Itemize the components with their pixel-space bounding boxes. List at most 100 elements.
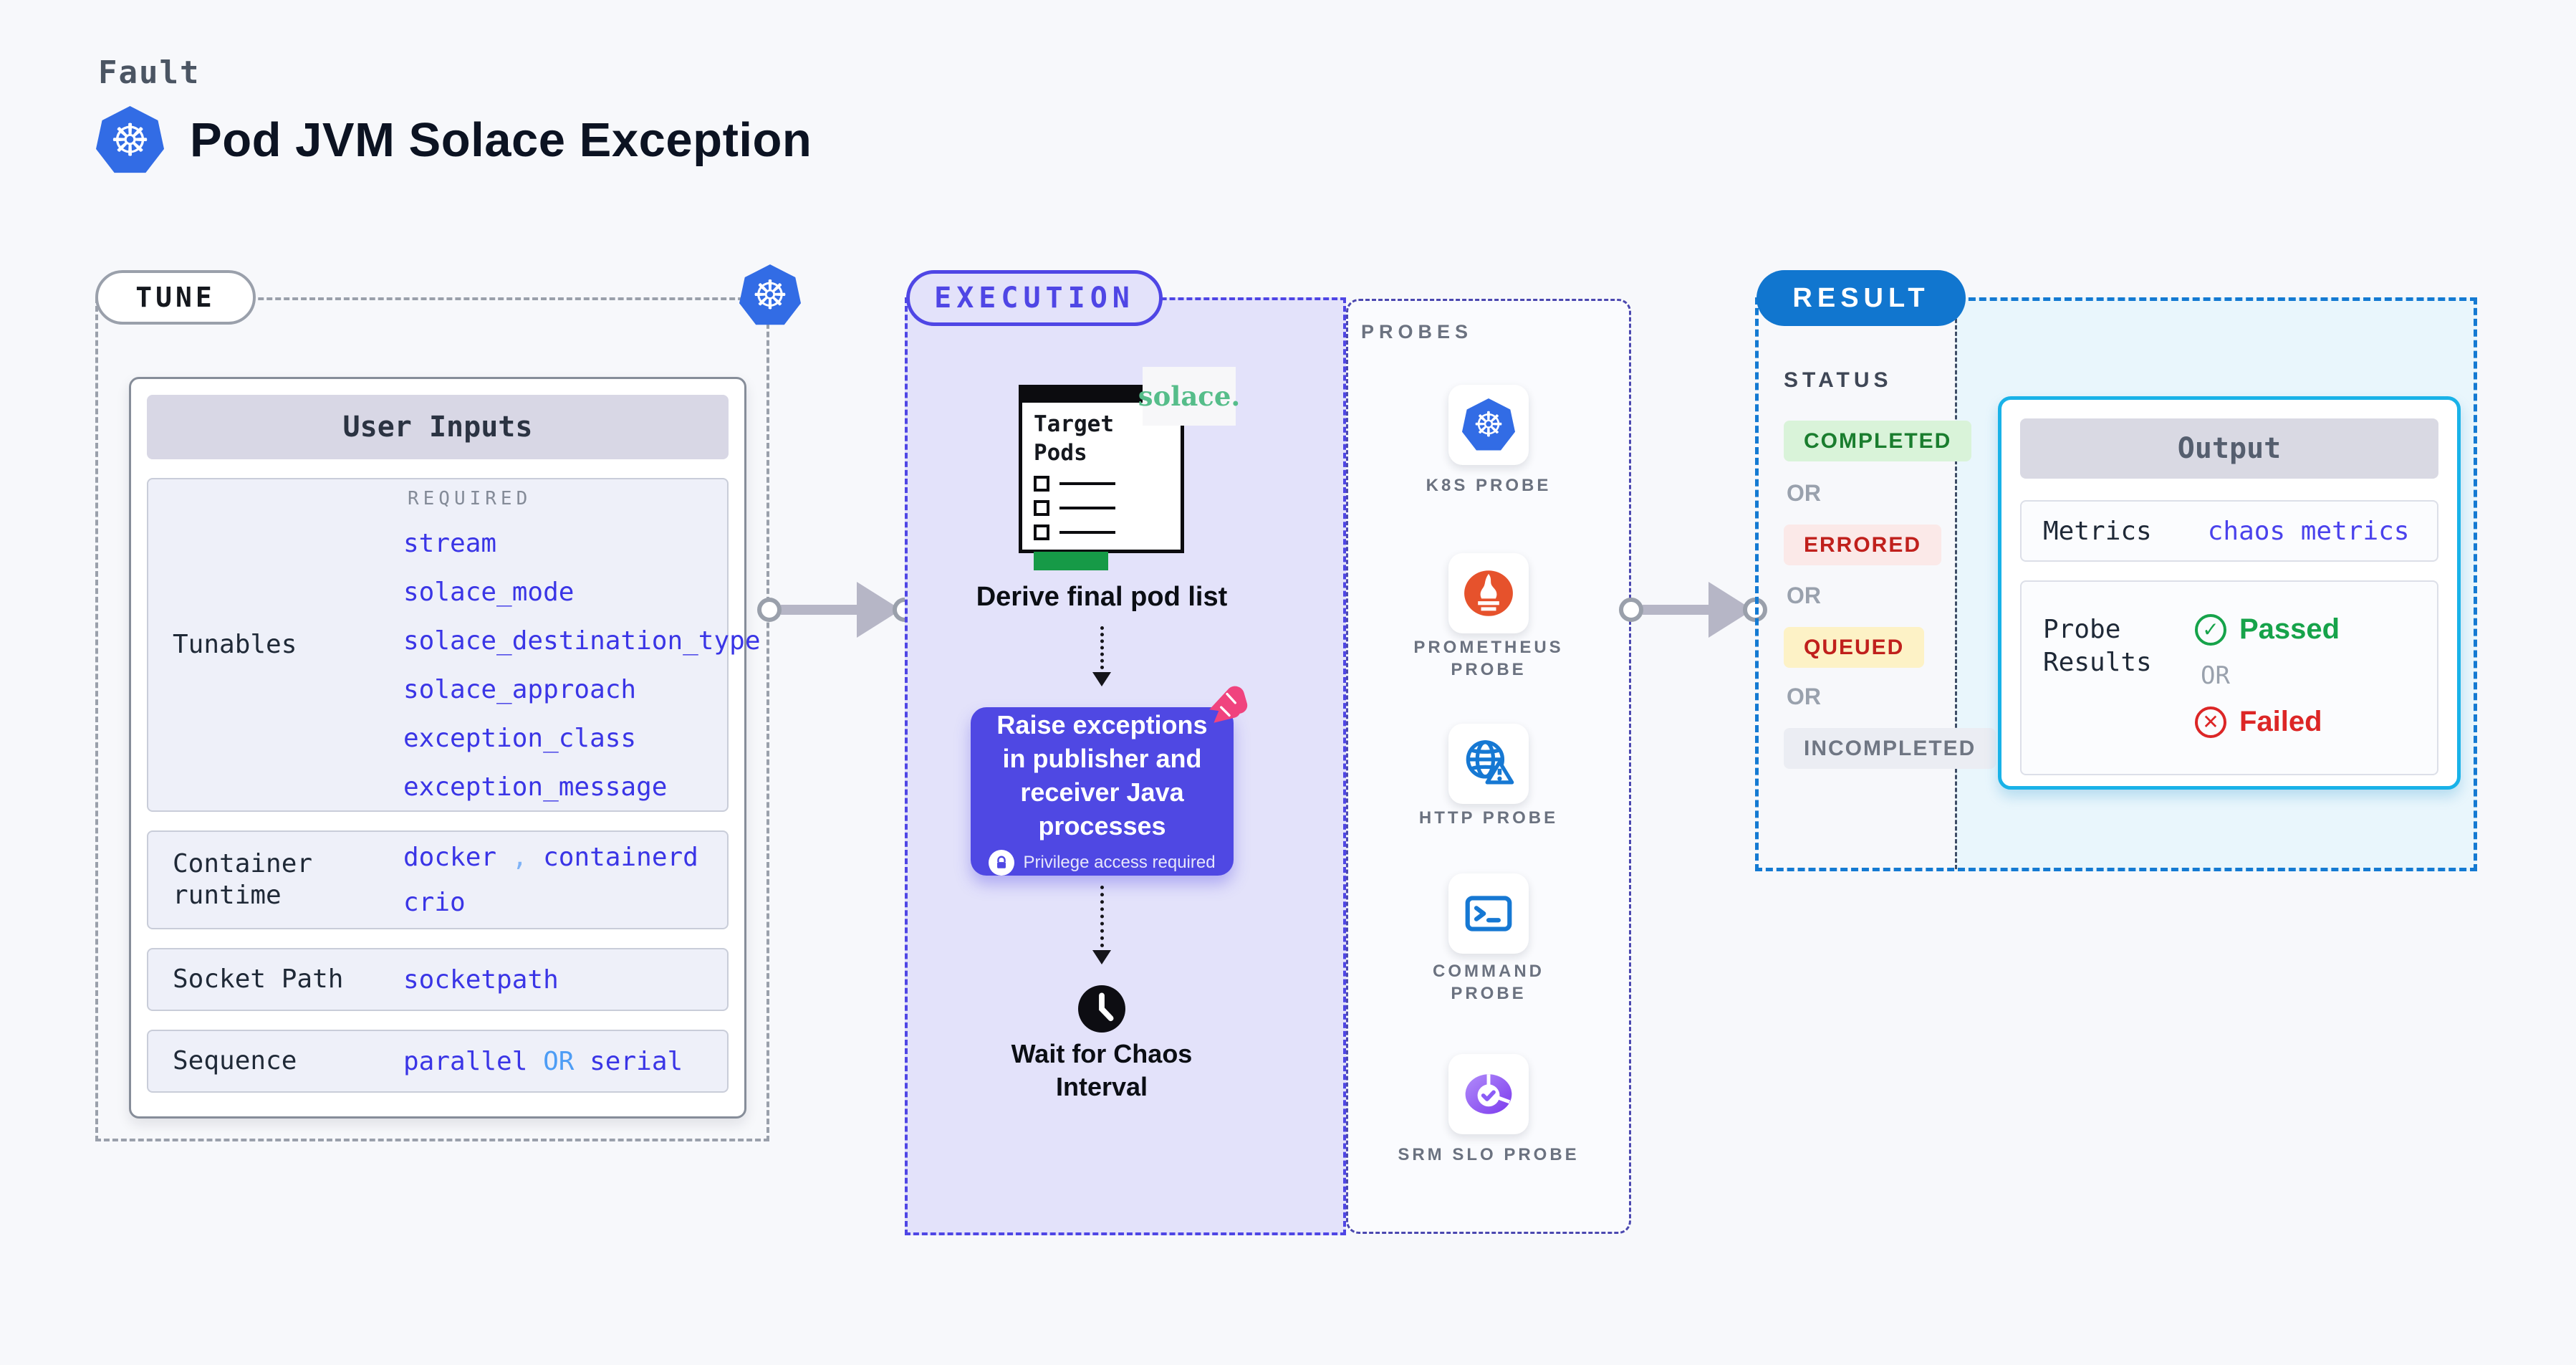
chaos-pinwheel-icon <box>1205 683 1249 730</box>
or-separator: OR <box>2201 661 2230 690</box>
tunable-value: solace_approach <box>403 675 637 704</box>
tunables-label: Tunables <box>173 630 297 659</box>
container-runtime-values: docker , containerd crio <box>403 832 727 928</box>
target-pods-title: Target Pods <box>1034 411 1114 466</box>
probe-label: COMMAND PROBE <box>1433 962 1544 1003</box>
tunable-value: exception_message <box>403 772 668 802</box>
flow-arrow-down <box>1100 886 1104 947</box>
probe-results-row: Probe Results ✓ Passed OR ✕ Failed <box>2020 580 2438 775</box>
tunables-row: Tunables REQUIRED stream solace_mode sol… <box>147 478 761 812</box>
checkbox-icon <box>1034 476 1049 492</box>
metrics-row: Metrics chaos metrics <box>2020 500 2438 562</box>
result-divider <box>1955 300 1957 869</box>
sequence-parallel: parallel <box>403 1046 528 1076</box>
status-title: STATUS <box>1784 368 1893 392</box>
clock-icon <box>1076 983 1128 1038</box>
container-runtime-row: Container runtime docker , containerd cr… <box>147 830 729 929</box>
runtime-crio: crio <box>403 888 466 917</box>
slo-pie-check-icon <box>1465 1074 1512 1114</box>
sequence-or: OR <box>543 1046 575 1076</box>
output-header: Output <box>2020 418 2438 479</box>
probe-results-label: Probe Results <box>2043 615 2152 677</box>
metrics-label: Metrics <box>2043 516 2152 546</box>
privilege-text: Privilege access required <box>1023 852 1216 872</box>
output-card: Output Metrics chaos metrics Probe Resul… <box>1998 396 2461 790</box>
probe-label: SRM SLO PROBE <box>1398 1145 1580 1164</box>
derive-pod-list-step: Derive final pod list <box>976 582 1228 612</box>
result-section-frame <box>1755 297 2477 871</box>
window-title-bar <box>1022 388 1181 403</box>
socket-path-row: Socket Path socketpath <box>147 948 729 1011</box>
probe-label: PROMETHEUS PROBE <box>1413 638 1564 679</box>
comma-separator: , <box>511 843 528 872</box>
probe-label: HTTP PROBE <box>1418 808 1559 828</box>
container-runtime-label: Container runtime <box>173 849 313 910</box>
or-separator: OR <box>1787 684 1821 709</box>
runtime-docker: docker <box>403 843 497 872</box>
failed-text: Failed <box>2239 706 2322 737</box>
tunable-value: solace_mode <box>403 578 575 607</box>
probe-card-prometheus <box>1448 553 1529 633</box>
status-badge-queued: QUEUED <box>1784 627 1925 668</box>
wait-chaos-interval-step: Wait for Chaos Interval <box>1011 1039 1193 1101</box>
globe-warning-icon <box>1466 740 1514 785</box>
or-separator: OR <box>1787 583 1821 608</box>
privilege-row: Privilege access required <box>989 849 1216 876</box>
tunables-values: REQUIRED stream solace_mode solace_desti… <box>403 479 761 810</box>
required-label: REQUIRED <box>408 488 532 509</box>
status-badge-completed: COMPLETED <box>1784 421 1972 461</box>
passed-line: ✓ Passed <box>2195 613 2340 646</box>
passed-text: Passed <box>2239 613 2340 645</box>
connector-node <box>1619 598 1643 622</box>
green-button-shape <box>1034 552 1108 570</box>
socket-path-label: Socket Path <box>173 964 344 994</box>
status-badge-errored: ERRORED <box>1784 525 1942 565</box>
kubernetes-icon: ☸ <box>96 106 164 173</box>
checkbox-icon <box>1034 500 1049 516</box>
fault-kicker: Fault <box>98 54 201 91</box>
connector-line <box>781 605 864 615</box>
tune-section-frame <box>95 297 769 1141</box>
action-text: Raise exceptions in publisher and receiv… <box>996 709 1208 840</box>
socket-path-value: socketpath <box>403 964 559 995</box>
flow-arrowhead-down <box>1092 950 1111 964</box>
user-inputs-header: User Inputs <box>147 395 729 459</box>
probe-card-srm-slo <box>1448 1054 1529 1134</box>
tunable-value: stream <box>403 529 497 558</box>
check-circle-icon: ✓ <box>2195 613 2226 646</box>
sequence-label: Sequence <box>173 1046 297 1076</box>
execution-pill: EXECUTION <box>906 270 1163 326</box>
probes-title: PROBES <box>1361 321 1474 343</box>
probe-card-k8s: ☸ <box>1448 385 1529 465</box>
or-separator: OR <box>1787 480 1821 506</box>
probe-card-http <box>1448 724 1529 804</box>
sequence-row: Sequence parallel OR serial <box>147 1030 729 1093</box>
connector-node <box>757 598 782 622</box>
status-badge-incompleted: INCOMPLETED <box>1784 728 1996 769</box>
pod-list-item <box>1034 476 1169 492</box>
solace-logo: solace. <box>1138 367 1240 426</box>
probe-label: K8S PROBE <box>1426 476 1552 495</box>
pod-list-item <box>1034 500 1169 516</box>
connector-line <box>1643 605 1719 615</box>
terminal-icon <box>1465 896 1512 931</box>
tunable-value: solace_destination_type <box>403 626 761 656</box>
sequence-serial: serial <box>590 1046 683 1076</box>
flow-arrowhead-down <box>1092 672 1111 686</box>
probe-card-command <box>1448 873 1529 954</box>
failed-line: ✕ Failed <box>2195 706 2340 738</box>
tune-pill: TUNE <box>95 270 256 325</box>
result-pill: RESULT <box>1756 270 1966 326</box>
tunable-value: exception_class <box>403 724 637 753</box>
kubernetes-corner-icon: ☸ <box>739 264 801 325</box>
user-inputs-card: User Inputs Tunables REQUIRED stream sol… <box>129 377 761 1119</box>
raise-exceptions-box: Raise exceptions in publisher and receiv… <box>971 707 1234 876</box>
x-circle-icon: ✕ <box>2195 706 2226 738</box>
pod-list-item <box>1034 525 1169 540</box>
page-title: Pod JVM Solace Exception <box>190 113 812 167</box>
lock-icon <box>989 849 1015 876</box>
title-row: ☸ Pod JVM Solace Exception <box>96 106 812 174</box>
prometheus-icon <box>1464 570 1513 616</box>
runtime-containerd: containerd <box>543 843 698 872</box>
